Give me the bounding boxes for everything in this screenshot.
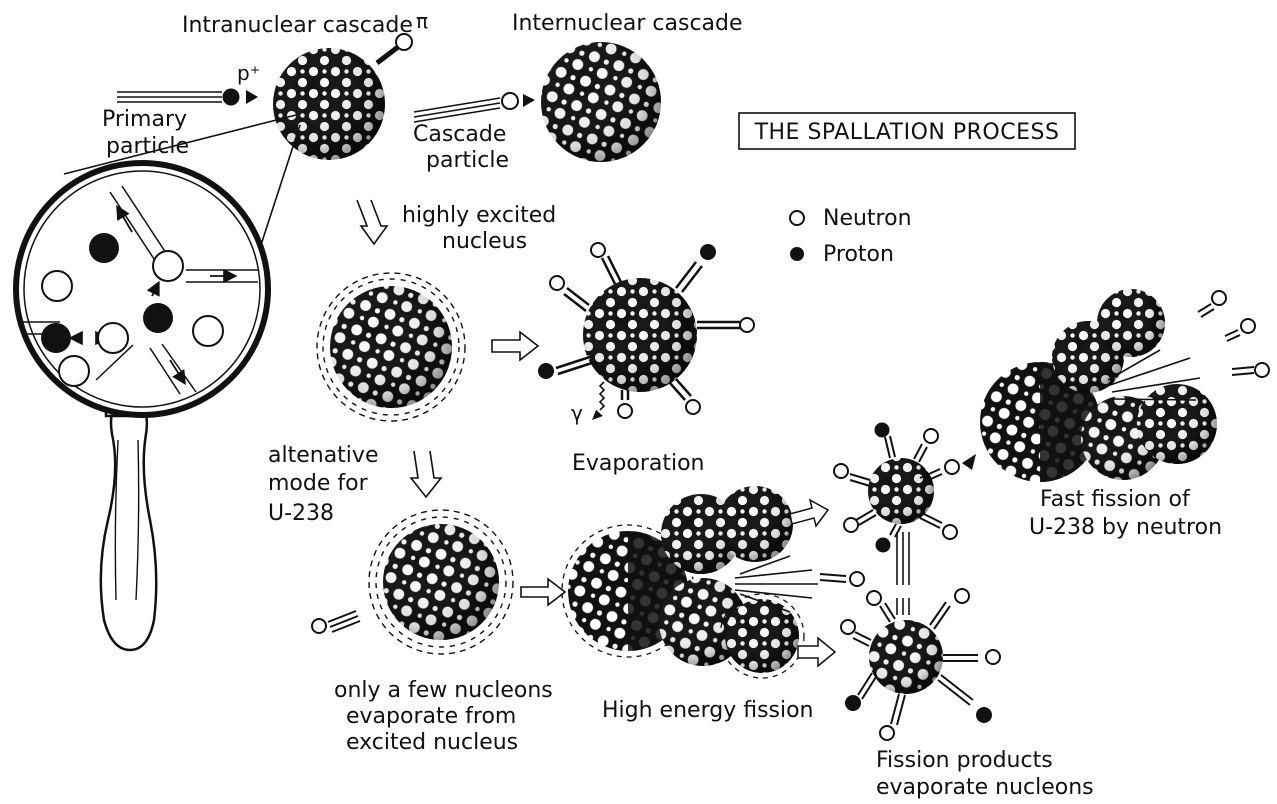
fission-product-lower <box>841 589 1000 740</box>
fission-products-line2: evaporate nucleons <box>876 775 1094 800</box>
primary-particle: p⁺ <box>117 61 260 106</box>
legend: Neutron Proton <box>790 206 912 267</box>
fission-products-line1: Fission products <box>876 748 1053 773</box>
alternative-label-line3: U-238 <box>268 501 334 526</box>
product-connector <box>897 532 909 615</box>
neutron-legend-marker <box>790 211 804 225</box>
fast-fission-line2: U-238 by neutron <box>1029 515 1222 540</box>
gamma-label: γ <box>571 401 583 425</box>
proton-marker <box>223 89 240 106</box>
fast-fission-cluster <box>980 289 1269 482</box>
magnifying-glass <box>16 115 300 650</box>
down-arrow-2 <box>411 451 441 497</box>
right-arrow-1 <box>492 332 538 360</box>
highly-excited-nucleus <box>317 273 465 421</box>
primary-label-line1: Primary <box>102 107 187 132</box>
fission-arrow-up <box>790 500 828 526</box>
few-nucleons-line3: excited nucleus <box>346 730 518 755</box>
diagram-title: THE SPALLATION PROCESS <box>754 120 1060 145</box>
gamma-ray: γ <box>571 382 604 425</box>
fission-product-upper <box>834 423 976 553</box>
high-energy-fission-label: High energy fission <box>602 698 814 723</box>
excited-label-line1: highly excited <box>402 203 556 228</box>
legend-neutron-label: Neutron <box>823 206 912 231</box>
p-plus-label: p⁺ <box>237 61 260 85</box>
legend-proton-label: Proton <box>823 242 894 267</box>
title-box: THE SPALLATION PROCESS <box>739 113 1075 149</box>
internuclear-nucleus <box>541 42 661 162</box>
few-nucleons-line1: only a few nucleons <box>334 678 553 703</box>
evaporation-label: Evaporation <box>572 451 705 476</box>
internuclear-cascade-label: Internuclear cascade <box>512 11 743 36</box>
incoming-neutron <box>312 611 360 633</box>
excited-label-line2: nucleus <box>442 229 527 254</box>
fast-fission-line1: Fast fission of <box>1040 487 1191 512</box>
right-arrow-2 <box>521 579 565 605</box>
alternative-label-line2: mode for <box>268 471 369 496</box>
intranuclear-nucleus <box>273 48 385 160</box>
fission-arrow-down <box>798 638 835 666</box>
few-nucleons-line2: evaporate from <box>346 704 516 729</box>
proton-legend-marker <box>790 247 804 261</box>
intranuclear-cascade-label: Intranuclear cascade <box>182 13 413 38</box>
evaporating-nucleus <box>583 278 697 392</box>
primary-label-line2: particle <box>106 134 189 159</box>
pi-label: π <box>416 9 428 33</box>
slightly-excited-nucleus <box>369 510 513 654</box>
down-arrow-1 <box>357 200 387 244</box>
alternative-label-line1: altenative <box>268 443 378 468</box>
cascade-particle <box>414 93 535 122</box>
cascade-label-line2: particle <box>426 148 509 173</box>
cascade-label-line1: Cascade <box>413 122 506 147</box>
